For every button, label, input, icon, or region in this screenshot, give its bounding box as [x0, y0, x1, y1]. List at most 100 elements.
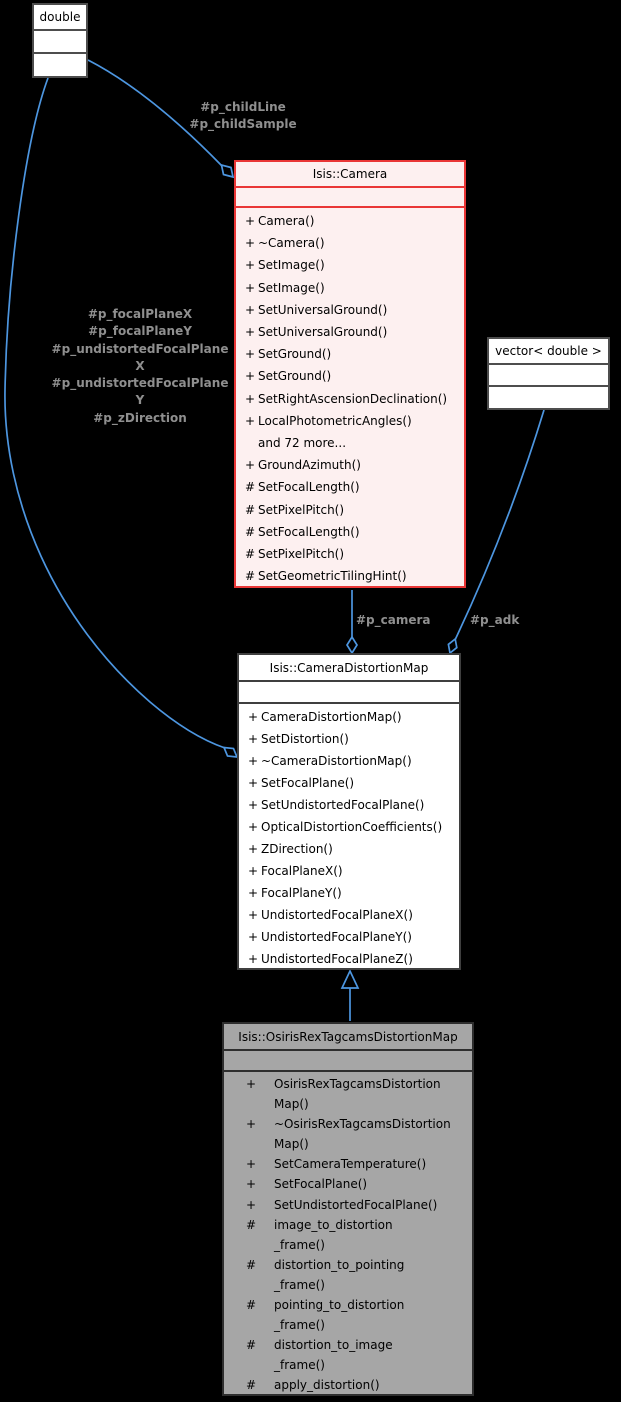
method-row: +~CameraDistortionMap()	[239, 750, 459, 772]
method-name: ~Camera()	[258, 236, 325, 251]
method-row: +SetUndistortedFocalPlane()	[224, 1195, 472, 1215]
method-row: and 72 more...	[236, 432, 464, 454]
method-name: SetImage()	[258, 258, 325, 273]
attributes-compartment	[34, 31, 86, 52]
method-name: SetFocalPlane()	[261, 776, 355, 790]
method-row: # distortion_to_pointing _frame()	[224, 1255, 472, 1295]
visibility-marker: #	[244, 569, 256, 584]
method-name: SetImage()	[258, 280, 325, 295]
visibility-marker: +	[246, 1177, 257, 1192]
method-row: #distortion_to_image _frame()	[224, 1335, 472, 1375]
open-diamond-icon	[447, 637, 458, 655]
edge-label-p-adk: #p_adk	[470, 613, 520, 627]
method-name: distortion_to_pointing _frame()	[274, 1257, 405, 1292]
visibility-marker: +	[247, 842, 259, 856]
compartment-divider	[239, 680, 459, 682]
method-row: #image_to_distortion _frame()	[224, 1215, 472, 1255]
methods-compartment: +Camera()+~Camera()+SetImage()+SetImage(…	[236, 208, 464, 586]
method-name: SetPixelPitch()	[258, 547, 345, 562]
compartment-divider	[34, 52, 86, 54]
open-diamond-icon	[220, 163, 235, 179]
edge-label-focal-plane-members: #p_focalPlaneX #p_focalPlaneY #p_undisto…	[51, 307, 229, 425]
method-name: SetGeometricTilingHint()	[258, 569, 407, 584]
method-row: #apply_distortion()	[224, 1375, 472, 1394]
method-row: +Camera()	[236, 210, 464, 232]
method-name: UndistortedFocalPlaneY()	[261, 930, 412, 944]
method-name: SetDistortion()	[261, 732, 349, 746]
class-box-camera-distortion-map[interactable]: Isis::CameraDistortionMap +CameraDistort…	[237, 653, 461, 970]
visibility-marker: +	[247, 930, 259, 944]
method-name: ~CameraDistortionMap()	[261, 754, 412, 768]
attributes-compartment	[224, 1051, 472, 1070]
edge-label-p-camera: #p_camera	[356, 613, 431, 627]
method-row: #SetFocalLength()	[236, 521, 464, 543]
method-name: SetFocalPlane()	[274, 1177, 368, 1192]
visibility-marker: +	[244, 325, 256, 340]
method-row: +SetUniversalGround()	[236, 321, 464, 343]
method-row: #SetFocalLength()	[236, 476, 464, 498]
class-title: Isis::OsirisRexTagcamsDistortionMap	[238, 1029, 458, 1044]
class-box-osirisrex-tagcams-distortion-map[interactable]: Isis::OsirisRexTagcamsDistortionMap + Osi…	[222, 1022, 474, 1396]
inheritance-triangle-icon	[340, 969, 360, 989]
method-row: #SetPixelPitch()	[236, 543, 464, 565]
class-box-isis-camera[interactable]: Isis::Camera +Camera()+~Camera()+SetImag…	[234, 160, 466, 588]
visibility-marker: +	[244, 214, 256, 228]
visibility-marker: +	[244, 258, 256, 273]
aggregation-edge-focal	[4, 77, 226, 749]
method-row: #pointing_to_distortion _frame()	[224, 1295, 472, 1335]
method-name: OpticalDistortionCoefficients()	[261, 820, 443, 834]
visibility-marker: +	[246, 1157, 257, 1172]
method-row: +UndistortedFocalPlaneX()	[239, 904, 459, 926]
method-name: FocalPlaneY()	[261, 886, 342, 900]
method-row: +SetGround()	[236, 365, 464, 387]
visibility-marker: #	[246, 1257, 257, 1272]
method-row: +UndistortedFocalPlaneY()	[239, 926, 459, 948]
method-row: +FocalPlaneY()	[239, 882, 459, 904]
compartment-divider	[489, 363, 608, 365]
compartment-divider	[224, 1070, 472, 1072]
methods-compartment	[34, 54, 86, 76]
method-name: distortion_to_image _frame()	[274, 1338, 393, 1373]
method-row: #SetGeometricTilingHint()	[236, 565, 464, 586]
method-name: apply_distortion()	[274, 1378, 380, 1393]
visibility-marker: +	[244, 280, 256, 295]
method-row: +FocalPlaneX()	[239, 860, 459, 882]
class-box-vector-double: vector< double >	[487, 337, 610, 410]
methods-compartment	[489, 387, 608, 408]
method-row: +SetUniversalGround()	[236, 299, 464, 321]
method-name: SetFocalLength()	[258, 524, 360, 539]
method-row: #SetPixelPitch()	[236, 499, 464, 521]
open-diamond-icon	[222, 746, 239, 758]
visibility-marker: +	[244, 458, 256, 473]
visibility-marker: +	[246, 1077, 257, 1091]
method-name: LocalPhotometricAngles()	[258, 413, 412, 428]
aggregation-edge-child	[87, 59, 223, 167]
visibility-marker: +	[247, 754, 259, 768]
method-name: SetUndistortedFocalPlane()	[274, 1197, 438, 1212]
visibility-marker: #	[246, 1217, 257, 1232]
method-name: ZDirection()	[261, 842, 333, 856]
method-row: +~OsirisRexTagcamsDistortion Map()	[224, 1114, 472, 1154]
method-name: SetGround()	[258, 347, 332, 362]
visibility-marker: +	[247, 864, 259, 878]
visibility-marker: +	[247, 820, 259, 834]
visibility-marker: +	[247, 886, 259, 900]
method-name: SetGround()	[258, 369, 332, 384]
attributes-compartment	[236, 188, 464, 206]
visibility-marker: +	[244, 391, 256, 406]
method-name: OsirisRexTagcamsDistortion Map()	[274, 1077, 441, 1112]
visibility-marker: +	[244, 347, 256, 362]
methods-compartment: +OsirisRexTagcamsDistortion Map()+~Osiri…	[224, 1072, 472, 1394]
method-name: UndistortedFocalPlaneX()	[261, 908, 413, 922]
visibility-marker: +	[244, 236, 256, 251]
visibility-marker: +	[244, 302, 256, 317]
aggregation-edge-adk	[454, 409, 545, 641]
method-row: +ZDirection()	[239, 838, 459, 860]
compartment-divider	[236, 186, 464, 188]
method-row: + OsirisRexTagcamsDistortion Map()	[224, 1074, 472, 1114]
visibility-marker: #	[244, 547, 256, 562]
visibility-marker: +	[247, 908, 259, 922]
method-name: ~OsirisRexTagcamsDistortion Map()	[274, 1117, 451, 1152]
